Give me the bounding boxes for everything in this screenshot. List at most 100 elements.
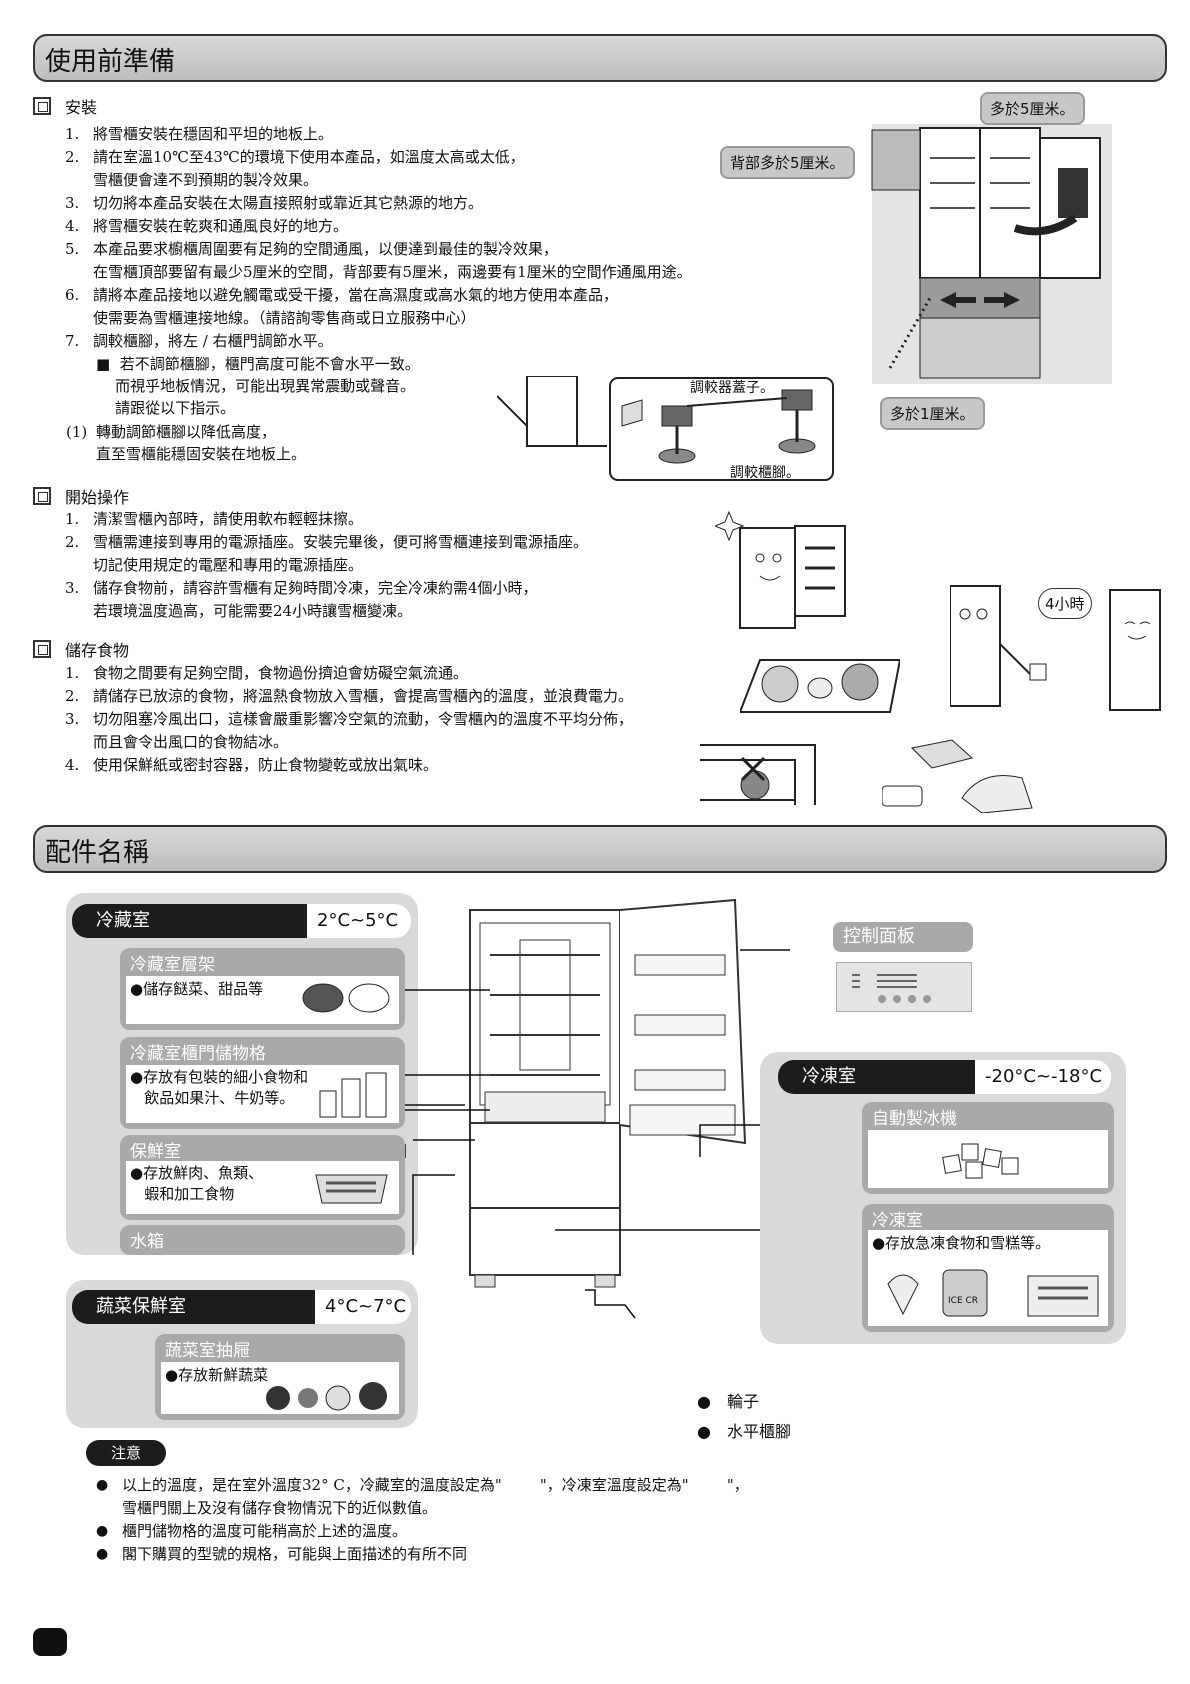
fridge-temp: 2°C~5°C bbox=[307, 904, 411, 938]
start-heading: 開始操作 bbox=[33, 484, 129, 508]
list-item-text: 請在室溫10℃至43℃的環境下使用本產品，如溫度太高或太低， 雪櫃便會達不到預期… bbox=[93, 148, 525, 189]
start-heading-text: 開始操作 bbox=[65, 488, 130, 507]
note-label: 注意 bbox=[86, 1440, 166, 1466]
fresh-room-title: 保鮮室 bbox=[130, 1142, 181, 1162]
list-item: 1.將雪櫃安裝在穩固和平坦的地板上。 bbox=[65, 123, 692, 146]
callout-top-clearance: 多於5厘米。 bbox=[980, 92, 1085, 125]
freezer-name-tag: 冷凍室 bbox=[778, 1060, 975, 1094]
list-item-text: 清潔雪櫃內部時，請使用軟布輕輕抹擦。 bbox=[93, 510, 364, 528]
four-hours-bubble: 4小時 bbox=[1038, 588, 1092, 619]
list-item-number: 2. bbox=[65, 687, 80, 705]
leveling-foot-illustration bbox=[497, 376, 834, 481]
foot-label: 調較櫃腳。 bbox=[730, 465, 800, 481]
install-step-num: (1) bbox=[66, 423, 88, 441]
freezer-temp: -20°C~-18°C bbox=[975, 1060, 1111, 1094]
list-item: 6. 請將本產品接地以避免觸電或受干擾，當在高濕度或高水氣的地方使用本產品， 使需… bbox=[65, 284, 692, 330]
callout-side-clearance: 多於1厘米。 bbox=[880, 397, 985, 430]
note-list: ● 以上的溫度，是在室外溫度32° C，冷藏室的溫度設定為" "，冷凍室溫度設定為… bbox=[96, 1474, 749, 1566]
fridge-shelf-card: 冷藏室層架 ●儲存餸菜、甜品等 bbox=[120, 948, 405, 1030]
cover-label: 調較器蓋子。 bbox=[690, 380, 774, 396]
veg-drawer-card: 蔬菜室抽屜 ●存放新鮮蔬菜 bbox=[155, 1334, 405, 1420]
storage-heading: 儲存食物 bbox=[33, 637, 129, 661]
storage-list: 1. 食物之間要有足夠空間，食物過份擠迫會妨礙空氣流通。 2. 請儲存已放涼的食物，將… bbox=[65, 662, 633, 777]
list-item: 2. 雪櫃需連接到專用的電源插座。安裝完畢後，便可將雪櫃連接到電源插座。 切記使用… bbox=[65, 531, 588, 577]
vegetables-icon bbox=[266, 1382, 387, 1411]
storage-heading-text: 儲存食物 bbox=[65, 641, 130, 660]
note-item-text: 以上的溫度，是在室外溫度32° C，冷藏室的溫度設定為" "，冷凍室溫度設定為"… bbox=[122, 1476, 749, 1517]
door-pocket-desc: ●存放有包裝的細小食物和 飲品如果汁、牛奶等。 bbox=[130, 1068, 309, 1107]
water-tank-title: 水箱 bbox=[130, 1232, 164, 1252]
list-item-number: 2. bbox=[65, 148, 80, 166]
fridge-shelf-title: 冷藏室層架 bbox=[130, 955, 215, 975]
level-foot-label-text: 水平櫃腳 bbox=[726, 1422, 791, 1441]
list-item-text: 使用保鮮紙或密封容器，防止食物變乾或放出氣味。 bbox=[93, 756, 439, 774]
ice-maker-card: 自動製冰機 bbox=[862, 1102, 1114, 1194]
section-title-prep: 使用前準備 bbox=[33, 34, 1167, 82]
freezer-card: 冷凍室 ●存放急凍食物和雪糕等。 ICE CR bbox=[862, 1204, 1114, 1332]
section-title-parts-text: 配件名稱 bbox=[45, 838, 150, 868]
list-item-text: 儲存食物前，請容許雪櫃有足夠時間冷凍，完全冷凍約需4個小時， 若環境溫度過高，可… bbox=[93, 579, 538, 620]
ice-maker-box bbox=[868, 1130, 1108, 1188]
freezer-desc: ●存放急凍食物和雪糕等。 bbox=[872, 1234, 1051, 1252]
freezer-title: 冷凍室 bbox=[872, 1211, 923, 1231]
refrigerator-diagram bbox=[405, 898, 805, 1319]
dessert-bowls-icon bbox=[302, 983, 390, 1013]
fridge-shelf-desc: ●儲存餸菜、甜品等 bbox=[130, 980, 264, 998]
list-item-number: 3. bbox=[65, 710, 80, 728]
ice-cream-label: ICE CR bbox=[948, 1296, 979, 1306]
list-item-text: 請將本產品接地以避免觸電或受干擾，當在高濕度或高水氣的地方使用本產品， 使需要為… bbox=[93, 286, 619, 327]
list-item-text: 雪櫃需連接到專用的電源插座。安裝完畢後，便可將雪櫃連接到電源插座。 切記使用規定… bbox=[93, 533, 589, 574]
callout-back-clearance: 背部多於5厘米。 bbox=[720, 146, 855, 179]
control-buttons-icon bbox=[852, 974, 931, 1003]
cleaning-fridge-illustration bbox=[715, 510, 846, 629]
list-item-text: 請儲存已放涼的食物，將溫熱食物放入雪櫃，會提高雪櫃內的溫度，並浪費電力。 bbox=[93, 687, 634, 705]
list-item-text: 將雪櫃安裝在穩固和平坦的地板上。 bbox=[93, 125, 334, 143]
bullet-icon: ● bbox=[697, 1422, 711, 1441]
fresh-room-desc-box: ●存放鮮肉、魚類、 蝦和加工食物 bbox=[126, 1161, 399, 1214]
square-bullet-icon bbox=[33, 640, 51, 658]
list-item: 2. 請儲存已放涼的食物，將溫熱食物放入雪櫃，會提高雪櫃內的溫度，並浪費電力。 bbox=[65, 685, 633, 708]
note-item: ●以上的溫度，是在室外溫度32° C，冷藏室的溫度設定為" "，冷凍室溫度設定為… bbox=[96, 1474, 749, 1520]
drink-bottles-icon bbox=[319, 1072, 387, 1118]
list-item-text: 切勿將本產品安裝在太陽直接照射或靠近其它熱源的地方。 bbox=[93, 194, 484, 212]
bullet-icon: ● bbox=[96, 1523, 109, 1539]
list-item-number: 6. bbox=[65, 286, 80, 304]
list-item: 2. 請在室溫10℃至43℃的環境下使用本產品，如溫度太高或太低， 雪櫃便會達不到… bbox=[65, 146, 692, 192]
fish-tray-icon bbox=[315, 1174, 388, 1204]
veg-temp: 4°C~7°C bbox=[315, 1290, 411, 1324]
list-item-number: 2. bbox=[65, 533, 80, 551]
door-pocket-card: 冷藏室櫃門儲物格 ●存放有包裝的細小食物和 飲品如果汁、牛奶等。 bbox=[120, 1037, 405, 1129]
list-item-text: 食物之間要有足夠空間，食物過份擠迫會妨礙空氣流通。 bbox=[93, 664, 469, 682]
note-item: ●閣下購買的型號的規格，可能與上面描述的有所不同 bbox=[96, 1543, 749, 1566]
list-item-text: 本產品要求櫥櫃周圍要有足夠的空間通風，以便達到最佳的製冷效果， 在雪櫃頂部要留有… bbox=[93, 240, 692, 281]
control-panel-title: 控制面板 bbox=[843, 926, 915, 947]
freezer-desc-box: ●存放急凍食物和雪糕等。 ICE CR bbox=[868, 1230, 1108, 1326]
fresh-room-desc: ●存放鮮肉、魚類、 蝦和加工食物 bbox=[130, 1164, 264, 1203]
fridge-name-tag: 冷藏室 bbox=[72, 904, 307, 938]
frozen-food-icon bbox=[887, 1269, 1099, 1317]
install-step: (1) 轉動調節櫃腳以降低高度， 直至雪櫃能穩固安裝在地板上。 bbox=[66, 421, 306, 465]
ice-maker-title: 自動製冰機 bbox=[872, 1109, 957, 1129]
list-item-text: 切勿阻塞冷風出口，這樣會嚴重影響冷空氣的流動，令雪櫃內的溫度不平均分佈， 而且會… bbox=[93, 710, 634, 751]
control-panel-image bbox=[836, 962, 972, 1012]
list-item-number: 1. bbox=[65, 510, 80, 528]
fridge-shelf-desc-box: ●儲存餸菜、甜品等 bbox=[126, 976, 399, 1024]
blocked-vent-illustration bbox=[700, 744, 816, 805]
list-item-text: 將雪櫃安裝在乾爽和通風良好的地方。 bbox=[93, 217, 349, 235]
list-item: 1. 食物之間要有足夠空間，食物過份擠迫會妨礙空氣流通。 bbox=[65, 662, 633, 685]
wrapped-food-illustration bbox=[882, 739, 1033, 813]
list-item-number: 1. bbox=[65, 664, 80, 682]
note-item-text: 櫃門儲物格的溫度可能稍高於上述的溫度。 bbox=[122, 1522, 408, 1540]
list-item-number: 5. bbox=[65, 240, 80, 258]
list-item: 1. 清潔雪櫃內部時，請使用軟布輕輕抹擦。 bbox=[65, 508, 588, 531]
door-pocket-title: 冷藏室櫃門儲物格 bbox=[130, 1044, 266, 1064]
list-item-number: 3. bbox=[65, 579, 80, 597]
water-tank-card: 水箱 bbox=[120, 1225, 405, 1255]
section-title-prep-text: 使用前準備 bbox=[45, 47, 176, 77]
list-item: 4.將雪櫃安裝在乾爽和通風良好的地方。 bbox=[65, 215, 692, 238]
install-list: 1.將雪櫃安裝在穩固和平坦的地板上。 2. 請在室溫10℃至43℃的環境下使用本產品… bbox=[65, 123, 692, 353]
veg-drawer-desc-box: ●存放新鮮蔬菜 bbox=[161, 1362, 399, 1414]
veg-drawer-title: 蔬菜室抽屜 bbox=[165, 1341, 250, 1361]
spaced-food-illustration bbox=[740, 659, 900, 713]
veg-drawer-desc: ●存放新鮮蔬菜 bbox=[165, 1366, 269, 1384]
